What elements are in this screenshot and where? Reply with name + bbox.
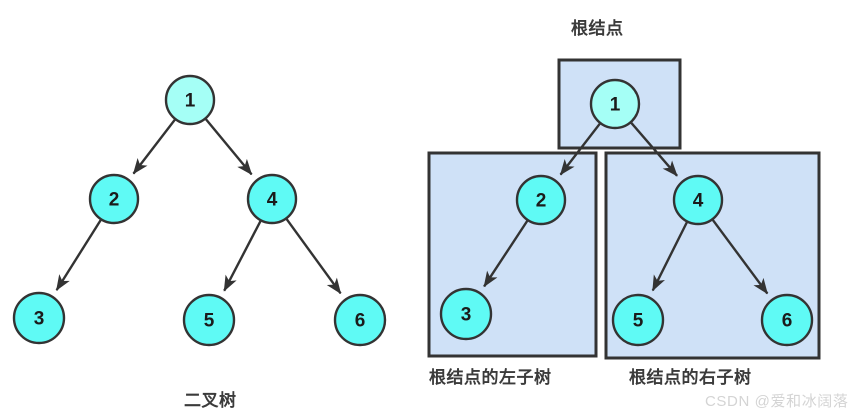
tree-node-5[interactable]: 5 bbox=[182, 293, 236, 347]
node-circle-4 bbox=[246, 173, 298, 225]
node-label-2: 2 bbox=[109, 190, 120, 211]
tree-node-2[interactable]: 2 bbox=[88, 173, 140, 225]
tree-node-1[interactable]: 1 bbox=[589, 78, 641, 130]
right-subtree-caption: 根结点的右子树 bbox=[629, 368, 752, 387]
node-circle-1 bbox=[164, 74, 216, 126]
tree-node-1[interactable]: 1 bbox=[164, 74, 216, 126]
node-label-5: 5 bbox=[633, 311, 644, 332]
node-label-1: 1 bbox=[610, 95, 621, 116]
edge-L1-to-L2 bbox=[132, 119, 176, 175]
edge-L1-to-L4 bbox=[205, 118, 253, 176]
node-label-6: 6 bbox=[355, 311, 366, 332]
csdn-watermark: CSDN @爱和冰阔落 bbox=[705, 393, 849, 410]
edge-R1-to-R2 bbox=[559, 123, 601, 176]
root-node-title: 根结点 bbox=[571, 19, 624, 38]
tree-node-2[interactable]: 2 bbox=[515, 174, 567, 226]
tree-node-6[interactable]: 6 bbox=[760, 293, 814, 347]
node-circle-3 bbox=[12, 291, 66, 345]
edge-L2-to-L3 bbox=[55, 219, 102, 291]
edge-R2-to-R3 bbox=[483, 220, 529, 288]
tree-node-3[interactable]: 3 bbox=[12, 291, 66, 345]
tree-node-5[interactable]: 5 bbox=[611, 293, 665, 347]
node-circle-2 bbox=[88, 173, 140, 225]
node-label-1: 1 bbox=[185, 91, 196, 112]
node-circle-6 bbox=[333, 293, 387, 347]
edge-R4-to-R6 bbox=[711, 219, 769, 295]
node-label-3: 3 bbox=[461, 305, 472, 326]
left-diagram-caption: 二叉树 bbox=[184, 391, 237, 410]
node-circle-1 bbox=[589, 78, 641, 130]
edge-R4-to-R5 bbox=[651, 221, 688, 292]
node-label-6: 6 bbox=[782, 311, 793, 332]
tree-node-3[interactable]: 3 bbox=[439, 287, 493, 341]
node-label-3: 3 bbox=[34, 309, 45, 330]
node-label-4: 4 bbox=[267, 190, 278, 211]
node-label-2: 2 bbox=[536, 191, 547, 212]
node-circle-2 bbox=[515, 174, 567, 226]
edge-R1-to-R4 bbox=[630, 122, 678, 177]
node-circle-5 bbox=[182, 293, 236, 347]
node-label-5: 5 bbox=[204, 311, 215, 332]
node-label-4: 4 bbox=[693, 191, 704, 212]
node-circle-6 bbox=[760, 293, 814, 347]
node-circle-3 bbox=[439, 287, 493, 341]
tree-node-6[interactable]: 6 bbox=[333, 293, 387, 347]
node-circle-5 bbox=[611, 293, 665, 347]
edge-L4-to-L5 bbox=[223, 220, 262, 292]
left-subtree-caption: 根结点的左子树 bbox=[429, 368, 552, 387]
tree-node-4[interactable]: 4 bbox=[246, 173, 298, 225]
tree-node-4[interactable]: 4 bbox=[672, 174, 724, 226]
edge-L4-to-L6 bbox=[285, 218, 342, 295]
tree-nodes: 1 2 4 3 5 6 1 2 4 3 5 6 bbox=[12, 74, 814, 347]
tree-edges bbox=[55, 118, 769, 295]
node-circle-4 bbox=[672, 174, 724, 226]
